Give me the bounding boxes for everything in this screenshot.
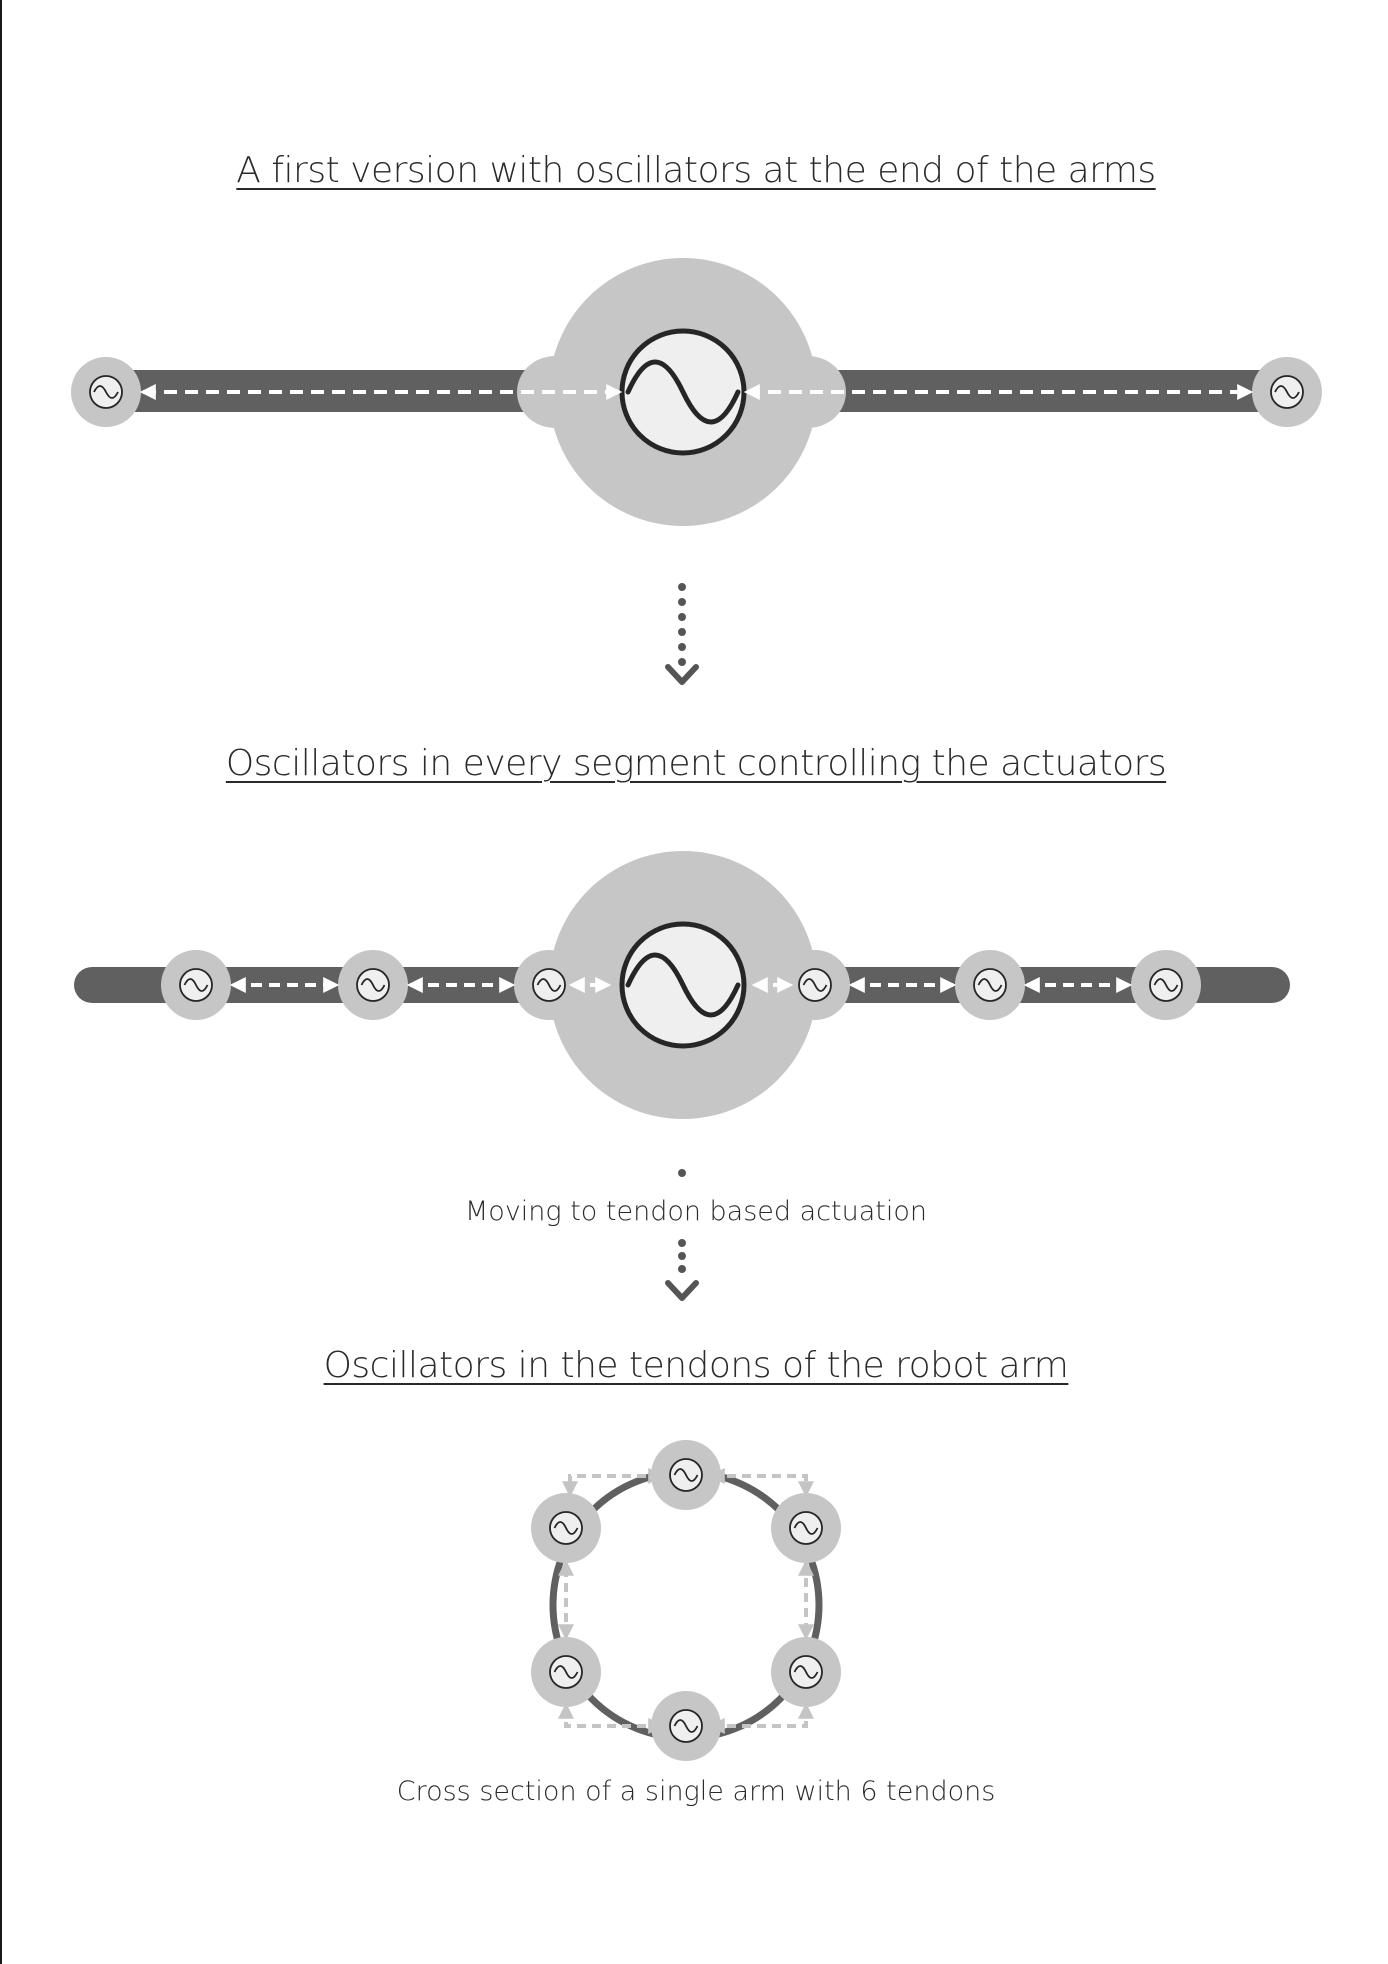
section1-diagram <box>71 258 1322 526</box>
flow-arrow-2 <box>665 1169 699 1301</box>
tendon-signal-arrow-5 <box>558 1702 665 1734</box>
central-oscillator-icon <box>619 328 747 456</box>
tendon-oscillator-icon-4 <box>651 1691 721 1761</box>
central-oscillator-icon <box>619 921 747 1049</box>
tendon-signal-arrows <box>558 1468 814 1734</box>
segment-oscillator-icon-4 <box>780 950 850 1020</box>
tendon-signal-arrow-1 <box>562 1468 665 1498</box>
segment-oscillator-icon-2 <box>338 950 408 1020</box>
tendon-oscillator-icon-5 <box>531 1637 601 1707</box>
tendon-oscillators <box>531 1440 841 1761</box>
segment-oscillator-icon-1 <box>161 950 231 1020</box>
transition-caption: Moving to tendon based actuation <box>465 1196 927 1227</box>
section2-title: Oscillators in every segment controlling… <box>225 743 1167 784</box>
tendon-oscillator-icon-6 <box>531 1493 601 1563</box>
tendon-oscillator-icon-1 <box>651 1440 721 1510</box>
tendon-signal-arrow-4 <box>708 1702 814 1734</box>
segment-oscillator-icon-3 <box>514 950 584 1020</box>
segment-oscillator-icon-5 <box>955 950 1025 1020</box>
segment-oscillator-icon-6 <box>1131 950 1201 1020</box>
section3-diagram <box>531 1440 841 1761</box>
tendon-signal-arrow-2 <box>708 1468 814 1498</box>
segment-oscillators <box>161 950 1201 1020</box>
section2-diagram <box>74 851 1290 1119</box>
end-oscillator-icon-right <box>1252 357 1322 427</box>
tendon-oscillator-icon-3 <box>771 1637 841 1707</box>
section1-title: A first version with oscillators at the … <box>236 150 1156 191</box>
section3-caption: Cross section of a single arm with 6 ten… <box>396 1776 996 1807</box>
end-oscillator-icon-left <box>71 357 141 427</box>
flow-arrow-1 <box>665 583 699 685</box>
section3-title: Oscillators in the tendons of the robot … <box>323 1345 1069 1386</box>
tendon-oscillator-icon-2 <box>771 1493 841 1563</box>
